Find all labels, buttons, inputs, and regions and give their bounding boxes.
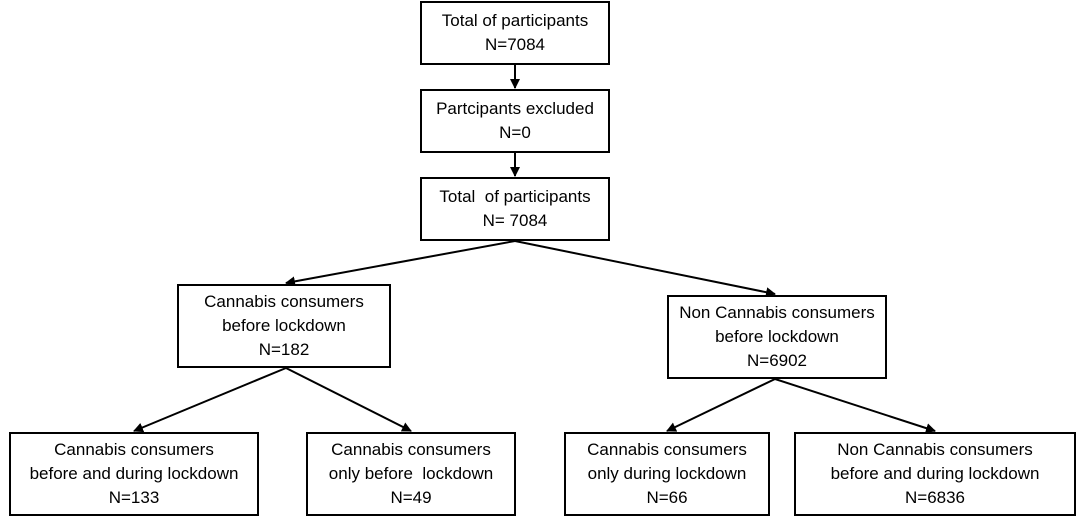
cannabis-before-lockdown-box: Cannabis consumers before lockdown N=182 <box>177 284 391 368</box>
cannabis-before-lockdown-line1: Cannabis consumers <box>204 292 364 311</box>
total-participants-final-box: Total of participants N= 7084 <box>420 177 610 241</box>
non-cannabis-before-lockdown-box: Non Cannabis consumers before lockdown N… <box>667 295 887 379</box>
non-cannabis-before-and-during-line1: Non Cannabis consumers <box>837 440 1033 459</box>
arrow-cannabis-before-to-before-and-during <box>133 367 287 433</box>
non-cannabis-before-lockdown-count: N=6902 <box>746 351 808 370</box>
non-cannabis-before-and-during-count: N=6836 <box>904 488 966 507</box>
non-cannabis-before-and-during-box: Non Cannabis consumers before and during… <box>794 432 1076 516</box>
participants-excluded-count: N=0 <box>499 123 531 142</box>
arrow-non-cannabis-before-to-non-before-and-during <box>774 378 936 433</box>
cannabis-before-lockdown-line2: before lockdown <box>222 316 346 335</box>
arrow-non-cannabis-before-to-only-during <box>666 378 776 432</box>
participants-excluded-label: Partcipants excluded <box>436 99 594 118</box>
arrow-total-to-non-cannabis-before <box>514 240 776 298</box>
cannabis-only-before-line1: Cannabis consumers <box>331 440 491 459</box>
total-participants-box: Total of participants N=7084 <box>420 1 610 65</box>
cannabis-only-during-line1: Cannabis consumers <box>587 440 747 459</box>
non-cannabis-before-lockdown-line2: before lockdown <box>715 327 839 346</box>
cannabis-before-and-during-box: Cannabis consumers before and during loc… <box>9 432 259 516</box>
cannabis-only-before-box: Cannabis consumers only before lockdown … <box>306 432 516 516</box>
non-cannabis-before-and-during-line2: before and during lockdown <box>830 464 1040 483</box>
cannabis-before-and-during-line1: Cannabis consumers <box>54 440 214 459</box>
total-participants-final-label: Total of participants <box>439 187 591 206</box>
participants-excluded-box: Partcipants excluded N=0 <box>420 89 610 153</box>
total-participants-count: N=7084 <box>484 35 546 54</box>
total-participants-final-count: N= 7084 <box>482 211 548 230</box>
arrow-cannabis-before-to-only-before <box>285 367 412 432</box>
non-cannabis-before-lockdown-line1: Non Cannabis consumers <box>679 303 875 322</box>
cannabis-only-during-box: Cannabis consumers only during lockdown … <box>564 432 770 516</box>
cannabis-before-lockdown-count: N=182 <box>258 340 310 359</box>
cannabis-only-before-count: N=49 <box>390 488 432 507</box>
cannabis-before-and-during-count: N=133 <box>108 488 160 507</box>
cannabis-before-and-during-line2: before and during lockdown <box>29 464 239 483</box>
cannabis-only-before-line2: only before lockdown <box>328 464 494 483</box>
total-participants-label: Total of participants <box>441 11 589 30</box>
arrow-total-to-cannabis-before <box>285 240 516 287</box>
cannabis-only-during-line2: only during lockdown <box>587 464 747 483</box>
cannabis-only-during-count: N=66 <box>646 488 688 507</box>
